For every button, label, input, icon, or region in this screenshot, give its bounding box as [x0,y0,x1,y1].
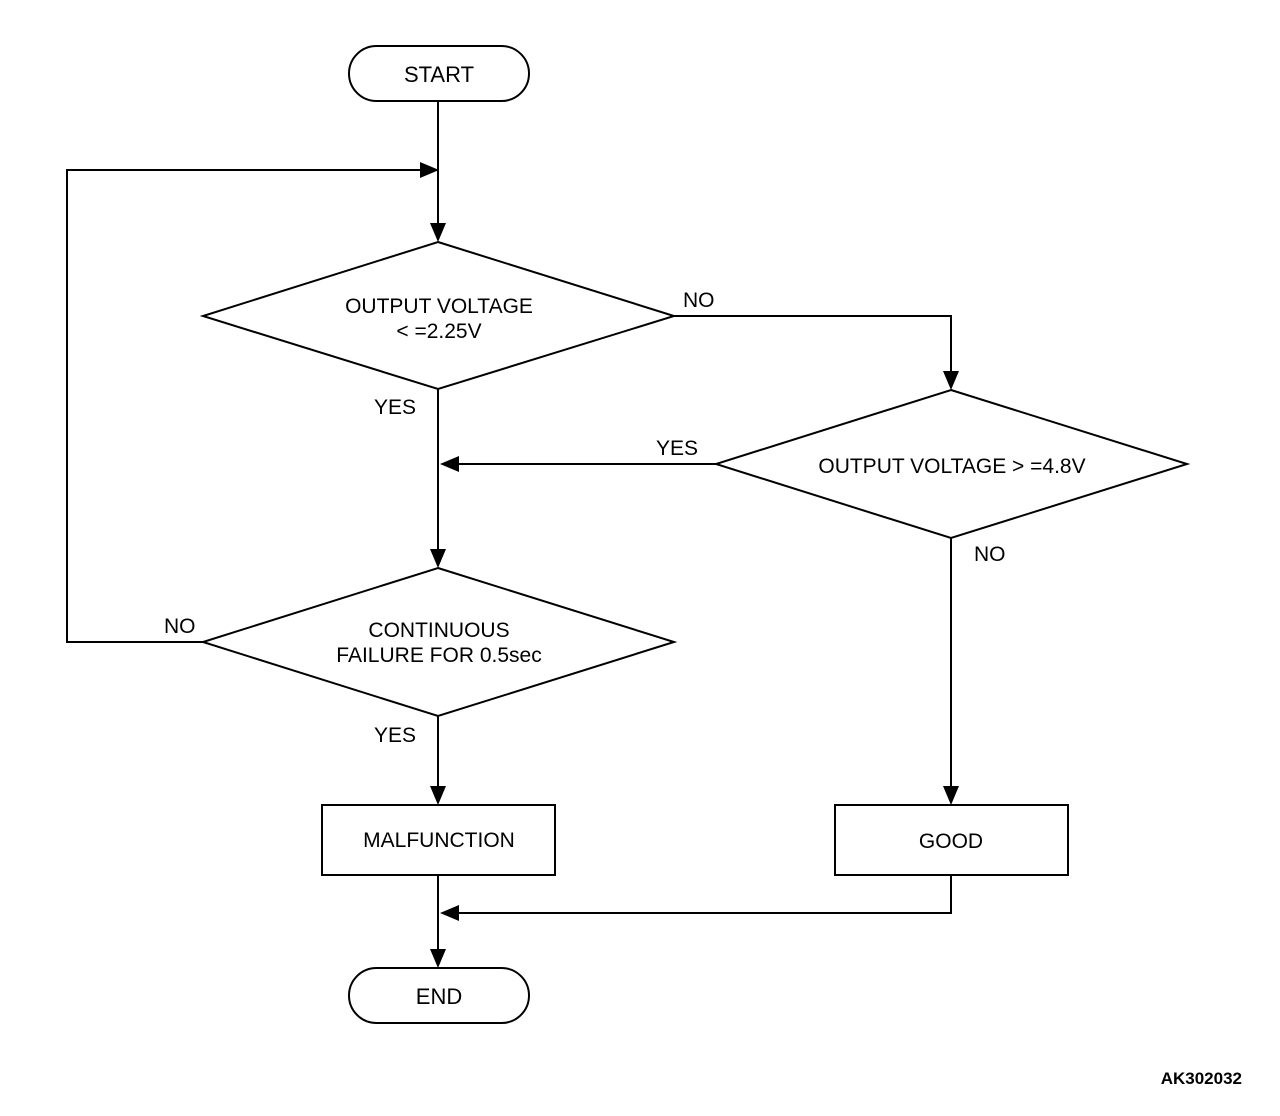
good-box-shape [834,804,1069,876]
edge-label-continuous-no: NO [164,615,196,638]
connector-good-to-end [456,875,952,914]
good-label: GOOD [919,830,983,853]
decision-continuous-failure: CONTINUOUS FAILURE FOR 0.5sec [199,566,678,718]
arrowhead-into-continuous [430,549,446,568]
decision-high-voltage-text: OUTPUT VOLTAGE > =4.8V [818,455,1085,478]
arrowhead-into-low [430,223,446,242]
decision-continuous-failure-line2: FAILURE FOR 0.5sec [336,644,541,667]
decision-high-voltage: OUTPUT VOLTAGE > =4.8V [712,388,1191,540]
arrowhead-into-end [430,949,446,968]
decision-low-voltage: OUTPUT VOLTAGE < =2.25V [199,240,678,391]
arrowhead-into-good [943,786,959,805]
edge-label-high-yes: YES [656,437,698,460]
edge-label-low-no: NO [683,289,715,312]
start-terminal: START [348,45,530,102]
arrowhead-into-high [943,371,959,390]
decision-low-voltage-shape [199,240,678,391]
malfunction-box: MALFUNCTION [321,804,556,876]
malfunction-label: MALFUNCTION [363,829,515,852]
arrowhead-high-yes [440,456,459,472]
connectors [66,101,952,951]
decision-continuous-failure-shape [199,566,678,718]
end-label: END [416,984,462,1009]
good-box: GOOD [834,804,1069,876]
arrowheads [420,162,959,968]
connector-low-no [674,315,952,374]
figure-code: AK302032 [1161,1069,1242,1088]
arrowhead-into-malfunction [430,786,446,805]
start-label: START [404,62,474,87]
edge-label-high-no: NO [974,543,1006,566]
start-terminal-shape [348,45,530,102]
end-terminal: END [348,967,530,1024]
malfunction-box-shape [321,804,556,876]
arrowhead-loop-back [420,162,439,178]
edge-label-low-yes: YES [374,396,416,419]
decision-low-voltage-line2: < =2.25V [396,320,481,343]
end-terminal-shape [348,967,530,1024]
connector-loop-back [66,169,424,643]
edge-label-continuous-yes: YES [374,724,416,747]
decision-continuous-failure-line1: CONTINUOUS [368,619,509,642]
arrowhead-good-to-end [440,905,459,921]
decision-high-voltage-shape [712,388,1191,540]
decision-low-voltage-line1: OUTPUT VOLTAGE [345,295,533,318]
